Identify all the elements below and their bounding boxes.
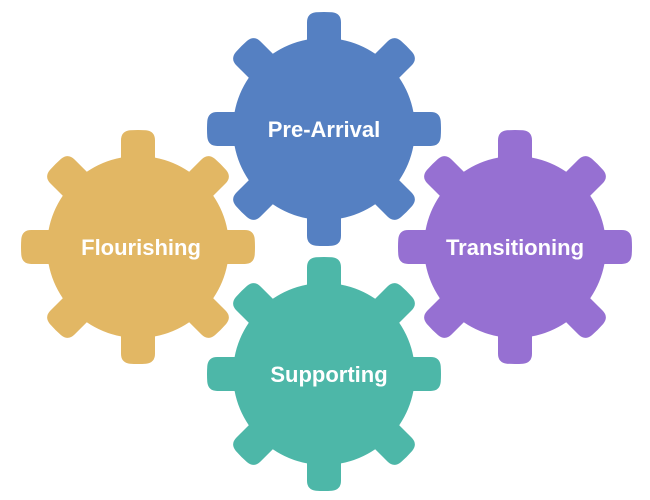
gear-supporting-shape — [207, 257, 441, 491]
gear-flourishing: Flourishing — [21, 130, 255, 364]
gear-transitioning-label: Transitioning — [446, 235, 584, 260]
gear-flourishing-shape — [21, 130, 255, 364]
gear-transitioning-shape — [398, 130, 632, 364]
gear-pre-arrival-label: Pre-Arrival — [268, 117, 381, 142]
gear-transitioning: Transitioning — [398, 130, 632, 364]
gear-supporting-label: Supporting — [270, 362, 387, 387]
gear-pre-arrival: Pre-Arrival — [207, 12, 441, 246]
gear-pre-arrival-shape — [207, 12, 441, 246]
gear-flourishing-label: Flourishing — [81, 235, 201, 260]
gear-supporting: Supporting — [207, 257, 441, 491]
